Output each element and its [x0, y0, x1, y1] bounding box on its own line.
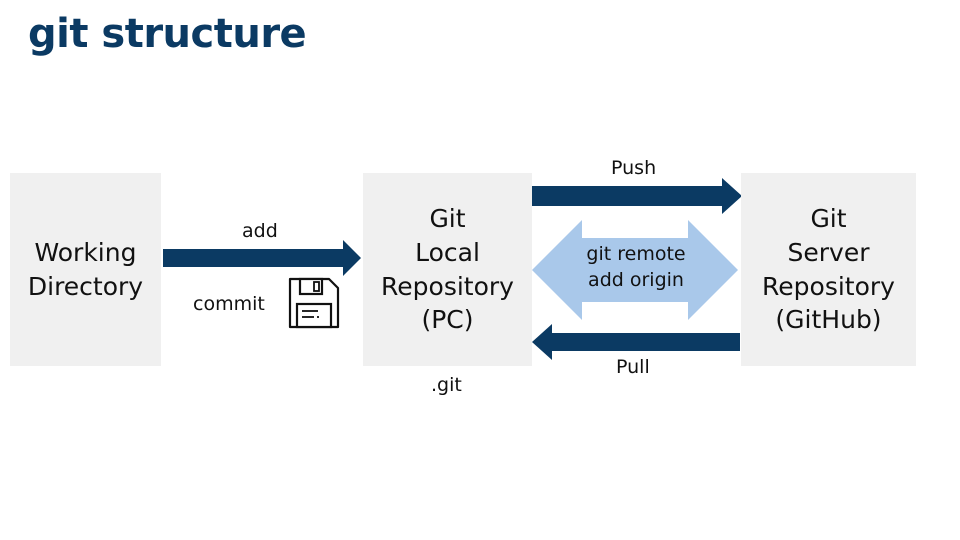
local-repository-line-3: Repository — [381, 271, 514, 301]
local-repository-line-4: (PC) — [421, 305, 474, 335]
git-remote-line-1: git remote — [586, 243, 686, 265]
add-label: add — [242, 220, 278, 242]
pull-label: Pull — [616, 356, 650, 378]
local-repository-line-2: Local — [415, 237, 480, 267]
server-repository-line-4: (GitHub) — [775, 305, 882, 335]
server-repository-line-2: Server — [787, 237, 870, 267]
server-repository-line-3: Repository — [762, 271, 895, 301]
git-remote-add-origin-label: git remote add origin — [560, 242, 712, 293]
working-directory-box: Working Directory — [10, 173, 161, 366]
local-repository-line-1: Git — [429, 204, 466, 233]
pull-arrow — [532, 324, 740, 360]
push-arrow — [532, 178, 742, 214]
server-repository-box: Git Server Repository (GitHub) — [741, 173, 916, 366]
commit-label: commit — [193, 293, 265, 315]
working-directory-line-1: Working — [34, 237, 137, 267]
git-directory-label: .git — [431, 374, 462, 396]
add-arrow — [163, 240, 361, 276]
working-directory-line-2: Directory — [27, 271, 144, 301]
remote-double-arrow — [532, 220, 738, 320]
local-repository-box: Git Local Repository (PC) — [363, 173, 532, 366]
git-remote-line-2: add origin — [588, 268, 684, 291]
push-label: Push — [611, 157, 657, 179]
floppy-disk-icon — [288, 277, 340, 329]
server-repository-line-1: Git — [810, 204, 847, 233]
page-title: git structure — [28, 11, 307, 57]
